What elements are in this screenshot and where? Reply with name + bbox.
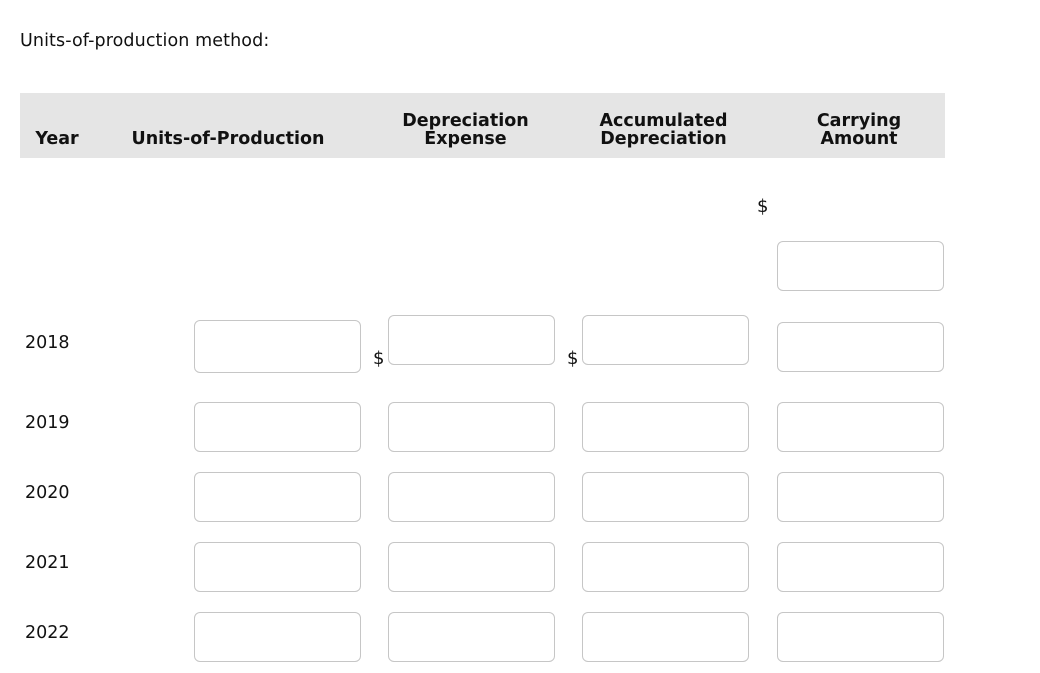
column-header-depreciation-expense-line1: Depreciation <box>402 110 529 131</box>
dollar-sign-carrying-amount-opening: $ <box>757 196 769 217</box>
column-header-units-of-production: Units-of-Production <box>131 129 325 150</box>
input-accumulated-depreciation-2019[interactable] <box>582 402 749 452</box>
table-row: 2022 <box>20 603 945 673</box>
table-row: 2021 <box>20 533 945 603</box>
column-header-carrying-amount: Carrying Amount <box>773 110 945 150</box>
input-units-of-production-2020[interactable] <box>194 472 361 522</box>
column-header-depreciation-expense-line2: Expense <box>424 129 507 150</box>
input-carrying-amount-2019[interactable] <box>777 402 944 452</box>
column-header-year: Year <box>35 129 79 150</box>
dollar-sign-accumulated-depreciation-2018: $ <box>567 348 579 369</box>
input-units-of-production-2018[interactable] <box>194 320 361 373</box>
input-depreciation-expense-2018[interactable] <box>388 315 555 365</box>
column-header-accumulated-depreciation-line1: Accumulated <box>599 110 728 131</box>
input-depreciation-expense-2020[interactable] <box>388 472 555 522</box>
table-row: $ <box>20 158 945 291</box>
column-header-accumulated-depreciation: Accumulated Depreciation <box>566 110 761 150</box>
row-year-label: 2020 <box>25 483 70 503</box>
row-year-label: 2018 <box>25 333 70 353</box>
input-units-of-production-2022[interactable] <box>194 612 361 662</box>
input-depreciation-expense-2019[interactable] <box>388 402 555 452</box>
input-accumulated-depreciation-2020[interactable] <box>582 472 749 522</box>
column-header-depreciation-expense: Depreciation Expense <box>372 110 559 150</box>
input-accumulated-depreciation-2021[interactable] <box>582 542 749 592</box>
input-carrying-amount-2018[interactable] <box>777 322 944 372</box>
page-title: Units-of-production method: <box>20 31 270 51</box>
input-carrying-amount-2022[interactable] <box>777 612 944 662</box>
input-units-of-production-2021[interactable] <box>194 542 361 592</box>
input-depreciation-expense-2022[interactable] <box>388 612 555 662</box>
row-year-label: 2019 <box>25 413 70 433</box>
input-carrying-amount-2021[interactable] <box>777 542 944 592</box>
input-carrying-amount-opening[interactable] <box>777 241 944 291</box>
input-units-of-production-2019[interactable] <box>194 402 361 452</box>
table-header-row: Year Units-of-Production Depreciation Ex… <box>20 93 945 158</box>
table-row: 2019 <box>20 393 945 463</box>
column-header-accumulated-depreciation-line2: Depreciation <box>600 129 727 150</box>
depreciation-table: Year Units-of-Production Depreciation Ex… <box>20 93 945 662</box>
table-body: $ 2018 $ $ 2019 2020 <box>20 158 945 662</box>
input-accumulated-depreciation-2022[interactable] <box>582 612 749 662</box>
input-accumulated-depreciation-2018[interactable] <box>582 315 749 365</box>
dollar-sign-depreciation-expense-2018: $ <box>373 348 385 369</box>
column-header-carrying-amount-line1: Carrying <box>816 110 902 131</box>
input-carrying-amount-2020[interactable] <box>777 472 944 522</box>
column-header-carrying-amount-line2: Amount <box>820 129 898 150</box>
table-row: 2020 <box>20 463 945 533</box>
row-year-label: 2021 <box>25 553 70 573</box>
input-depreciation-expense-2021[interactable] <box>388 542 555 592</box>
row-year-label: 2022 <box>25 623 70 643</box>
table-row: 2018 $ $ <box>20 238 945 373</box>
